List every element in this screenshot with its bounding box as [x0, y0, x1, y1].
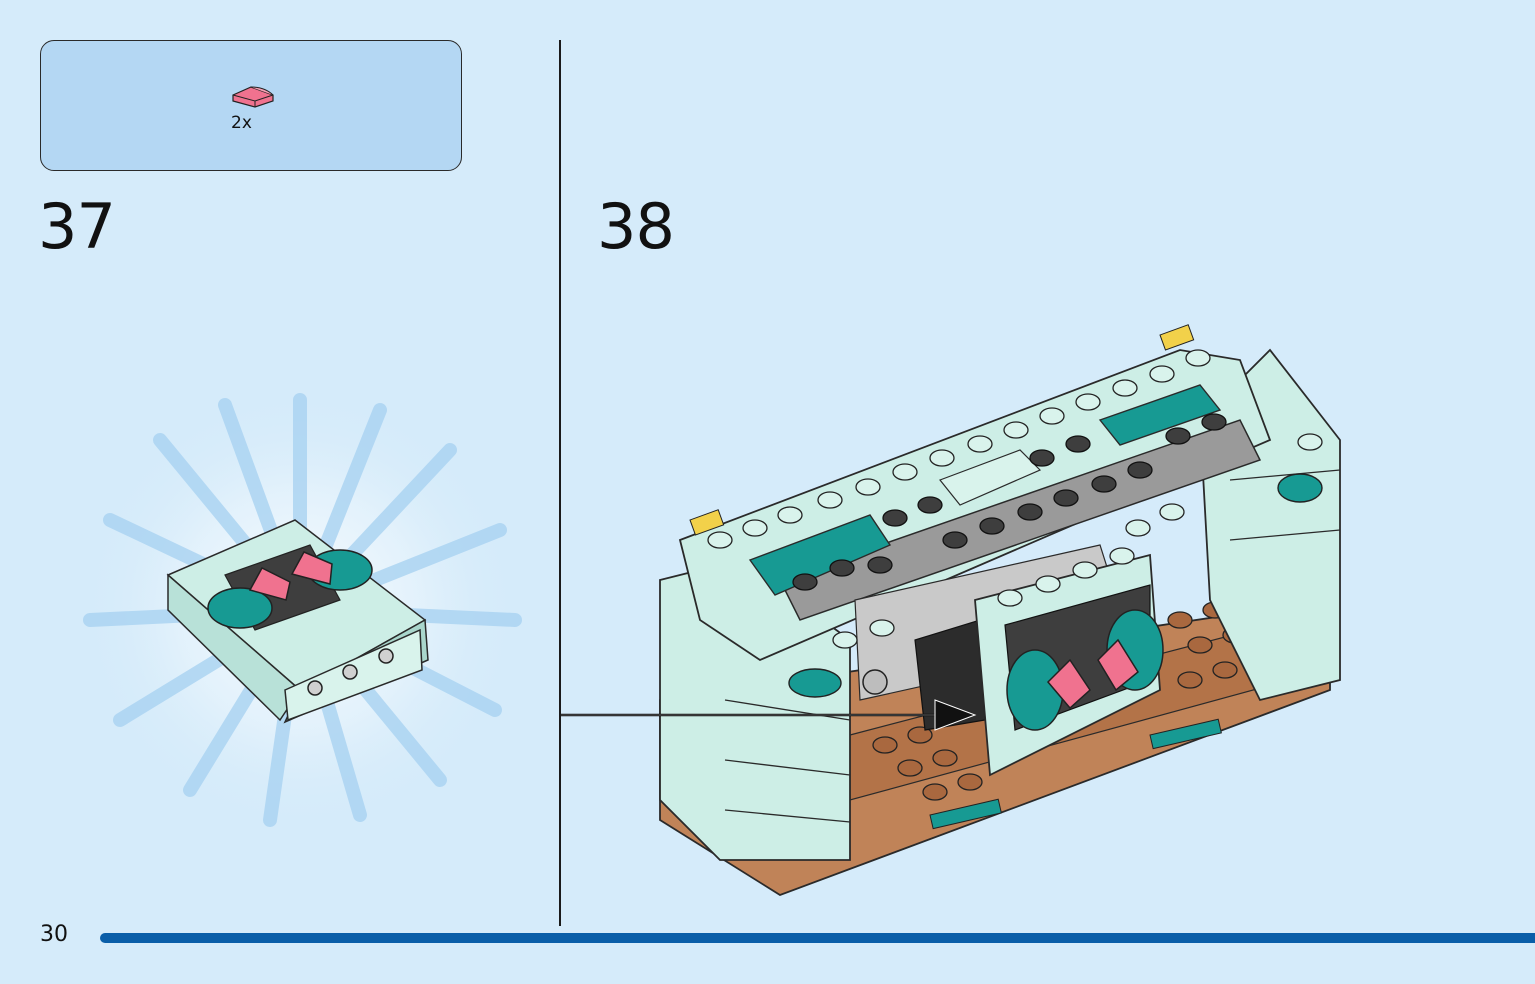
part-quantity: 2x	[231, 113, 252, 133]
placement-arrow	[561, 699, 977, 731]
step-divider	[559, 40, 561, 926]
progress-bar	[100, 933, 1535, 943]
pink-quarter-round-tile-icon	[232, 86, 274, 108]
step-number-37: 37	[38, 190, 116, 263]
step38-main-build	[659, 324, 1341, 896]
parts-callout: 2x	[40, 40, 462, 171]
page-number: 30	[40, 922, 68, 947]
step37-subassembly	[80, 390, 522, 830]
step-number-38: 38	[597, 190, 675, 263]
